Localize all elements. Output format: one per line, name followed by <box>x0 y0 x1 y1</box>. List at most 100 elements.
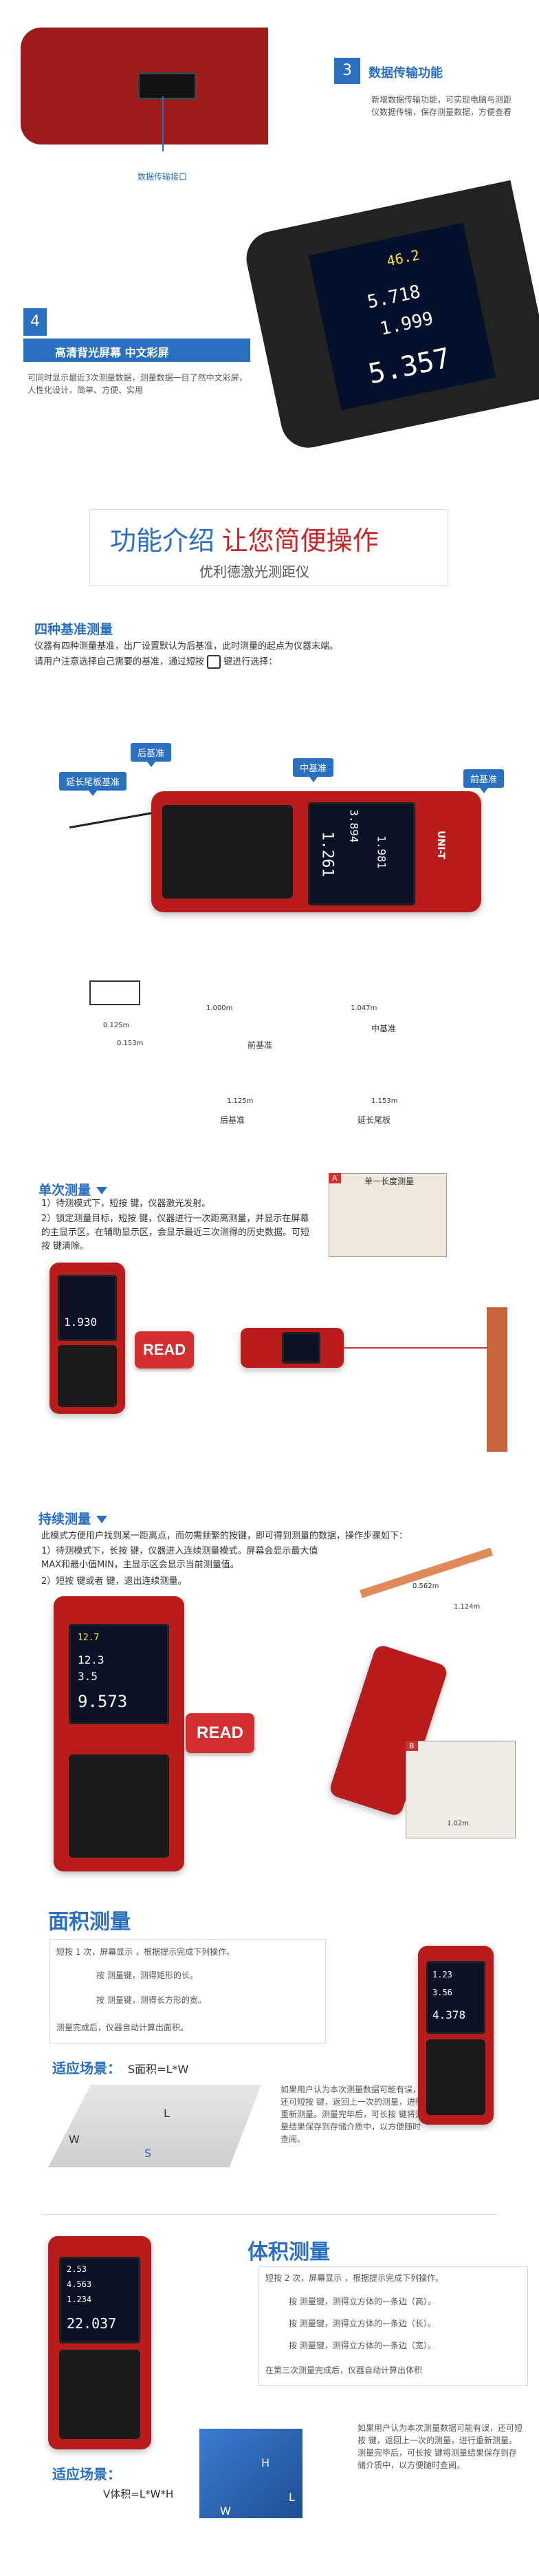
volume-row-2: 按 测量键，测得立方体的一条边（高）。 <box>289 2297 436 2306</box>
volume-row-5: 在第三次测量完成后，仪器自动计算出体积 <box>265 2365 423 2375</box>
continuous-device: 12.7 12.3 3.5 9.573 <box>54 1596 184 1871</box>
volume-scene-title: 适应场景： <box>52 2466 121 2482</box>
area-label-w: W <box>69 2133 80 2146</box>
single-screen-val: 1.930 <box>64 1316 98 1329</box>
base-desc-2-row: 请用户注意选择自己需要的基准，通过短按 键进行选择： <box>34 655 277 669</box>
single-title-text: 单次测量 <box>38 1183 91 1198</box>
left-dim-diagram: 0.125m 0.153m <box>76 980 179 1063</box>
diagram-rear-dim: 1.125m <box>227 1097 254 1105</box>
area-row-2: 按 测量键，测得矩形的长。 <box>96 1971 198 1980</box>
area-row-4: 测量完成后，仪器自动计算出面积。 <box>56 2023 189 2032</box>
left-dim-2: 0.153m <box>117 1040 144 1047</box>
diagram-middle-dim: 1.047m <box>351 1005 377 1012</box>
single-step-2: 2）锁定测量目标，短按 键，仪器进行一次距离测量，并显示在屏幕的主显示区。在辅助… <box>41 1214 310 1252</box>
volume-screen-val-1: 2.53 <box>67 2264 87 2274</box>
diagram-rear: 1.125m 后基准 <box>199 1070 309 1146</box>
screen-val-2: 5.718 <box>365 281 423 313</box>
diagram-middle: 1.047m 中基准 <box>344 977 454 1053</box>
cont-val-2: 12.3 <box>78 1653 104 1666</box>
triangle-down-icon <box>96 1516 108 1523</box>
label-extension: 延长尾板基准 <box>59 772 127 796</box>
left-dim-block <box>89 980 140 1005</box>
area-floor-diagram <box>48 2085 261 2167</box>
intro-title: 功能介绍 让您简便操作 <box>110 519 379 557</box>
left-dim-1: 0.125m <box>103 1022 130 1029</box>
feature4-title: 高清背光屏幕 中文彩屏 <box>55 346 169 359</box>
volume-divider <box>41 2214 498 2215</box>
cont-val-4: 9.573 <box>78 1692 128 1711</box>
top-screen: 46.2 5.718 1.999 5.357 <box>308 222 496 411</box>
screen-val-4: 5.357 <box>365 342 454 391</box>
intro-title-b: 让您简便操作 <box>221 527 379 556</box>
continuous-title: 持续测量 <box>38 1509 108 1527</box>
area-screen-val-3: 4.378 <box>432 2008 466 2021</box>
continuous-step-2: 2）短按 键或者 键，退出连续测量。 <box>41 1576 187 1587</box>
area-screen: 1.23 3.56 4.378 <box>426 1961 485 2034</box>
area-label-l: L <box>164 2107 170 2120</box>
cont-val-1: 12.7 <box>78 1633 100 1643</box>
brick-wall <box>487 1307 507 1452</box>
base-screen-val-2: 1.261 <box>318 831 336 877</box>
base-device-brand: UNI-T <box>434 830 446 859</box>
single-panel-tag: A <box>329 1173 341 1183</box>
volume-title: 体积测量 <box>248 2240 330 2264</box>
area-formula: S面积=L*W <box>128 2063 189 2076</box>
diagram-middle-caption: 中基准 <box>371 1024 397 1033</box>
single-device: 1.930 <box>50 1263 125 1414</box>
base-device: 3.894 1.261 1.981 UNI-T <box>151 791 481 912</box>
feature3-desc: 新增数据传输功能，可实现电脑与测距仪数据传输，保存测量数据，方便查看 <box>371 95 512 117</box>
area-title: 面积测量 <box>48 1910 131 1934</box>
extension-rod <box>69 811 158 829</box>
volume-row-3: 按 测量键，测得立方体的一条边（长）。 <box>289 2319 436 2328</box>
single-device-horizontal <box>241 1328 344 1368</box>
base-screen-val-1: 3.894 <box>347 809 361 843</box>
area-label-s: S <box>144 2147 152 2160</box>
screen-val-3: 1.999 <box>378 308 435 340</box>
volume-steps-panel <box>258 2266 528 2386</box>
continuous-step-1: 1）待测模式下，长按 键，仪器进入连续测量模式。屏幕会显示最大值MAX和最小值M… <box>41 1546 318 1570</box>
area-keypad <box>426 2039 485 2115</box>
base-key-icon <box>207 655 221 669</box>
area-steps-panel <box>50 1939 326 2043</box>
continuous-title-text: 持续测量 <box>38 1512 91 1527</box>
continuous-read-button: READ <box>186 1713 254 1753</box>
single-device-keypad <box>58 1345 117 1407</box>
continuous-panel-dim: 1.02m <box>447 1820 470 1827</box>
volume-row-4: 按 测量键，测得立方体的一条边（宽）。 <box>289 2341 436 2350</box>
area-note: 如果用户认为本次测量数据可能有误，还可短按 键，返回上一次的测量，进行重新测量。… <box>280 2085 424 2144</box>
area-screen-val-1: 1.23 <box>432 1970 452 1979</box>
label-middle: 中基准 <box>293 758 334 782</box>
ruler-label-1: 0.562m <box>412 1582 439 1590</box>
feature4-desc: 可同时显示最近3次测量数据，测量数据一目了然中文彩屏，人性化设计，简单、方便、实… <box>28 373 248 395</box>
diagram-rear-caption: 后基准 <box>220 1115 245 1125</box>
volume-label-w: W <box>220 2504 231 2518</box>
screen-val-1: 46.2 <box>385 246 421 270</box>
volume-device: 2.53 4.563 1.234 22.037 <box>48 2236 151 2449</box>
continuous-panel <box>406 1741 516 1838</box>
diagram-front: 1.000m 前基准 <box>199 977 309 1053</box>
diagram-front-dim: 1.000m <box>206 1005 233 1012</box>
label-front: 前基准 <box>463 769 505 793</box>
volume-label-l: L <box>289 2491 295 2504</box>
volume-screen-val-3: 1.234 <box>67 2295 92 2304</box>
volume-row-1: 短按 2 次，屏幕显示 ，根据提示完成下列操作。 <box>265 2273 444 2283</box>
base-desc-2: 请用户注意选择自己需要的基准，通过短按 <box>34 656 205 667</box>
area-screen-val-2: 3.56 <box>432 1988 452 1997</box>
area-device: 1.23 3.56 4.378 <box>418 1946 494 2125</box>
intro-title-a: 功能介绍 <box>110 527 215 556</box>
diagram-extension: 1.153m 延长尾板 <box>344 1070 454 1146</box>
area-row-1: 短按 1 次，屏幕显示 ，根据提示完成下列操作。 <box>56 1947 235 1957</box>
volume-note: 如果用户认为本次测量数据可能有误，还可短按 键，返回上一次的测量，进行重新测量。… <box>358 2423 523 2470</box>
ruler-label-2: 1.124m <box>454 1603 481 1611</box>
diagram-extension-caption: 延长尾板 <box>358 1115 391 1125</box>
volume-formula: V体积=L*W*H <box>103 2488 174 2500</box>
volume-screen-val-4: 22.037 <box>67 2315 117 2332</box>
base-screen-val-3: 1.981 <box>375 835 388 869</box>
usb-port <box>138 72 197 100</box>
ruler-scale <box>360 1547 493 1598</box>
diagram-front-caption: 前基准 <box>248 1040 273 1050</box>
port-label: 数据传输接口 <box>138 172 188 182</box>
continuous-screen: 12.7 12.3 3.5 9.573 <box>69 1624 169 1724</box>
volume-cube <box>199 2429 302 2518</box>
port-pointer-line <box>162 96 164 151</box>
